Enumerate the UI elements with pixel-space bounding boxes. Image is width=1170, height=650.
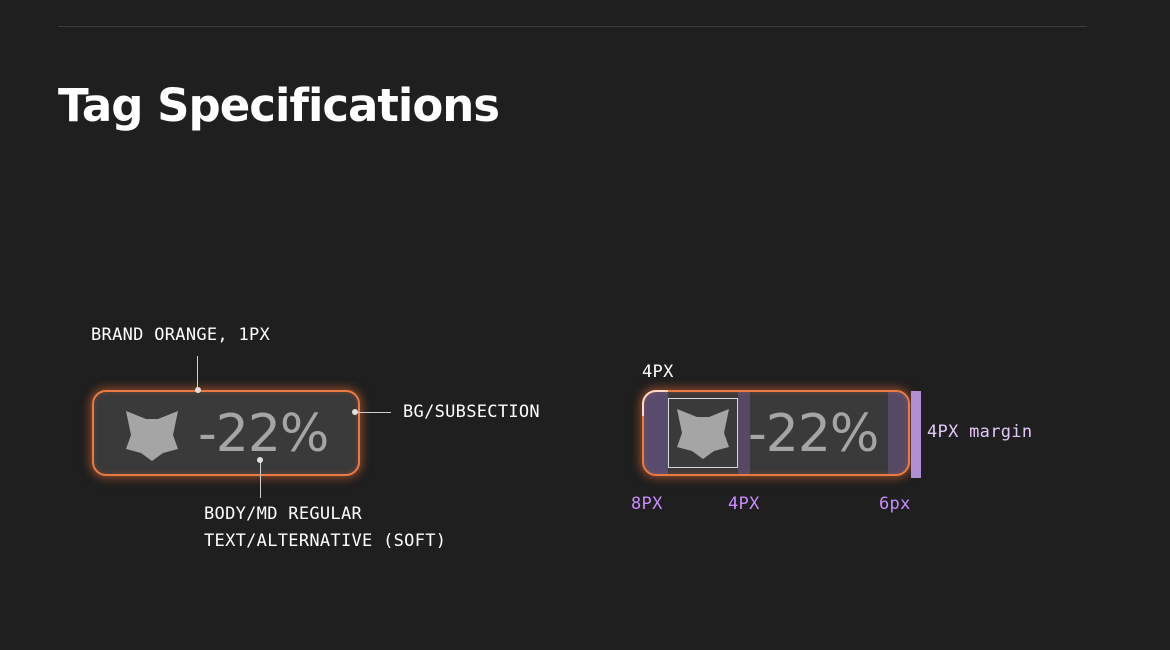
right-padding-area	[888, 392, 908, 474]
text-leader-line	[260, 462, 261, 498]
border-leader-dot	[195, 387, 201, 393]
text-color-label: TEXT/ALTERNATIVE (SOFT)	[204, 531, 447, 551]
border-leader-line	[197, 356, 198, 390]
top-divider	[58, 26, 1087, 27]
tag-spacing-spec: -22%	[642, 390, 910, 476]
background-leader-dot	[352, 409, 358, 415]
page-title: Tag Specifications	[58, 79, 500, 132]
tag-discount-text: -22%	[748, 404, 879, 464]
background-leader-line	[357, 412, 391, 413]
radius-indicator	[642, 390, 668, 416]
radius-label: 4PX	[642, 362, 674, 382]
text-leader-dot	[257, 457, 263, 463]
icon-bounding-box	[668, 398, 738, 468]
gap-label: 4PX	[728, 494, 760, 514]
fox-logo-icon	[677, 409, 729, 459]
gap-area	[738, 392, 750, 474]
border-annotation-label: BRAND ORANGE, 1PX	[91, 325, 271, 345]
tag-example: -22%	[92, 390, 360, 476]
text-style-label: BODY/MD REGULAR	[204, 504, 363, 524]
left-padding-label: 8PX	[631, 494, 663, 514]
right-padding-label: 6px	[879, 494, 911, 514]
margin-label: 4PX margin	[927, 422, 1033, 442]
tag-discount-text: -22%	[198, 404, 329, 464]
background-annotation-label: BG/SUBSECTION	[403, 402, 540, 422]
fox-logo-icon	[126, 411, 178, 461]
margin-bar	[911, 391, 921, 478]
